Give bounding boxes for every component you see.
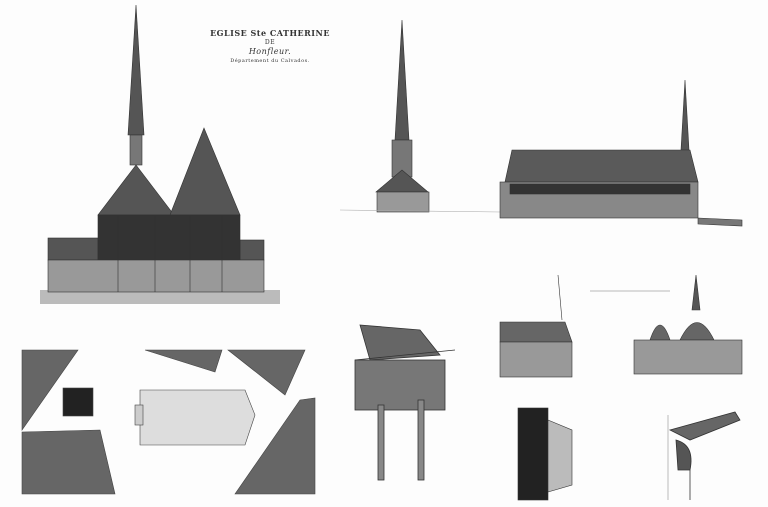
- sheet-subtitle: Département du Calvados.: [230, 58, 310, 64]
- timber-frame-detail: [354, 324, 456, 481]
- transverse-section: [590, 274, 743, 375]
- sheet-title-de: DE: [264, 39, 276, 46]
- west-elevation: [40, 4, 280, 304]
- sheet-title: EGLISE Ste CATHERINE: [210, 28, 330, 38]
- bell-tower-elevation: [339, 19, 501, 213]
- sheet-title-town: Honfleur.: [248, 47, 292, 56]
- bracket-detail: [667, 411, 741, 500]
- lateral-elevation: [499, 79, 743, 227]
- longitudinal-section: [499, 274, 573, 378]
- plan-detail: [517, 407, 573, 501]
- site-plan: [21, 349, 316, 495]
